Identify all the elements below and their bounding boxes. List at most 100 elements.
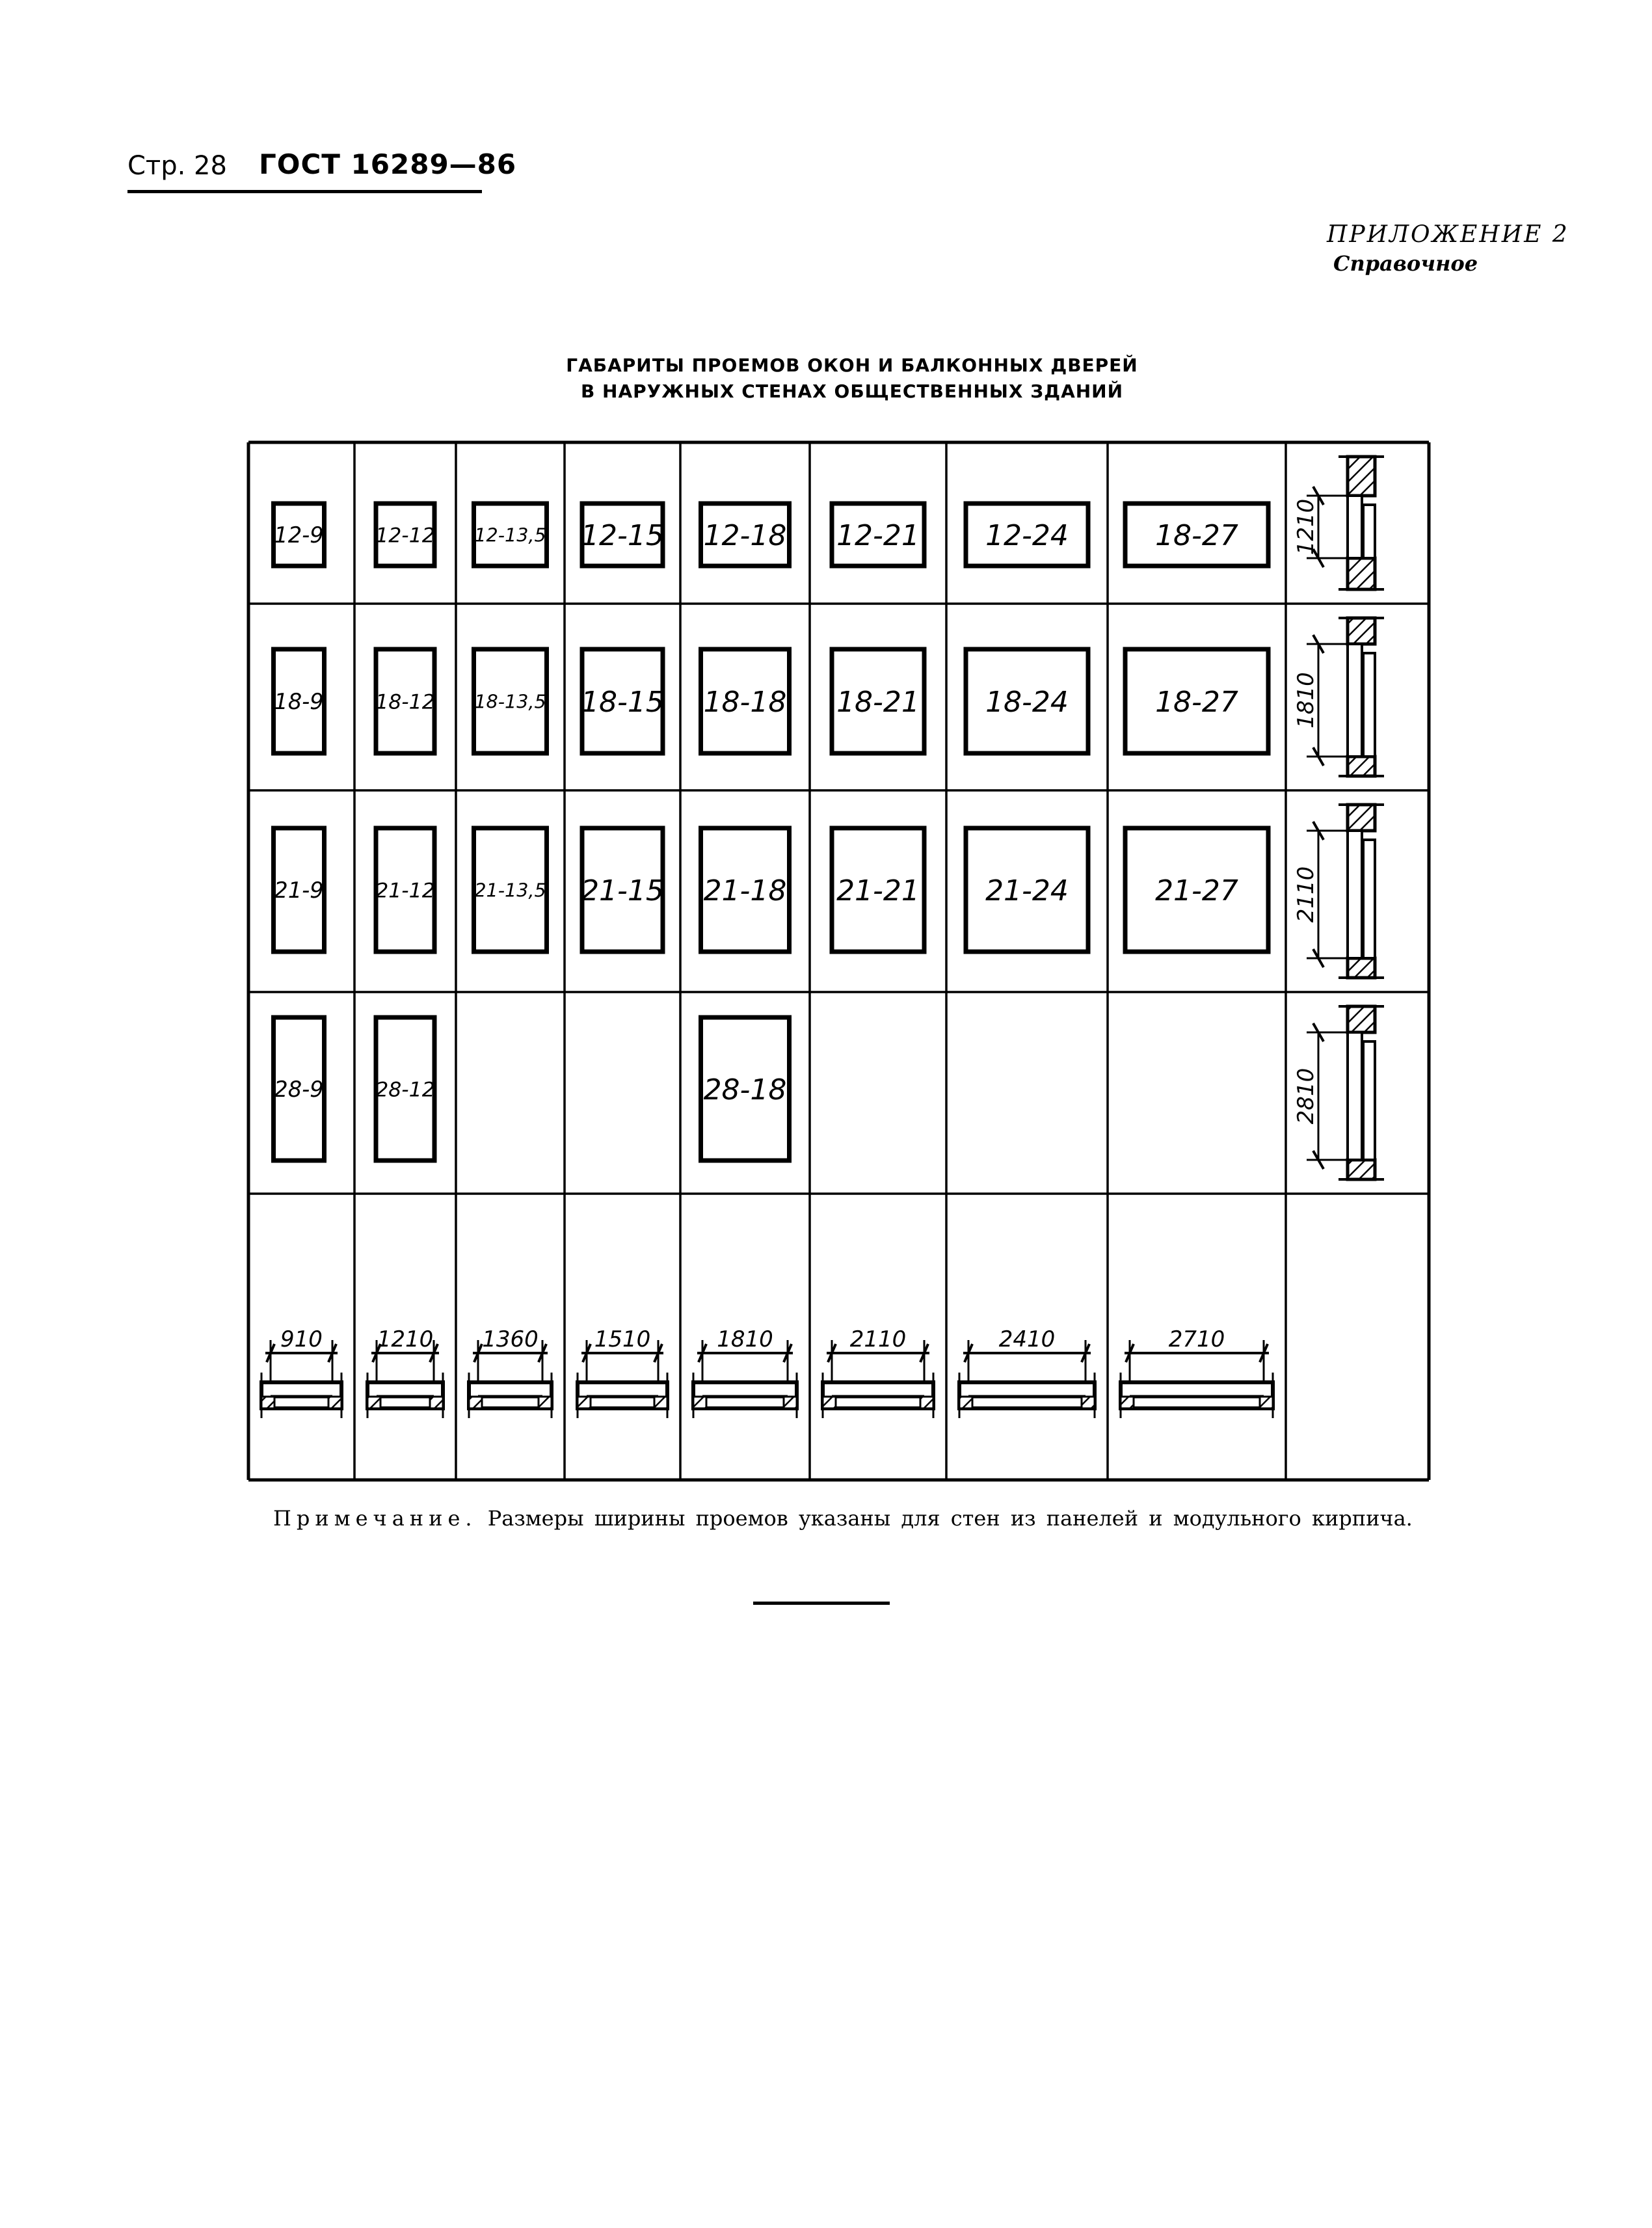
opening-cell: 21-18 [699, 825, 792, 954]
opening-label: 12-18 [704, 519, 787, 552]
width-dimension-label: 910 [280, 1326, 323, 1352]
opening-box [699, 825, 792, 954]
opening-box [1123, 647, 1271, 756]
note: Примечание. Размеры ширины проемов указа… [273, 1506, 1413, 1531]
opening-box [1123, 825, 1271, 954]
opening-box [472, 501, 549, 569]
appendix-title: ПРИЛОЖЕНИЕ 2 [1327, 221, 1569, 248]
header-rule [127, 190, 482, 193]
opening-cell: 12-18 [699, 501, 792, 569]
opening-label: 12-13,5 [474, 524, 546, 546]
opening-label: 21-24 [985, 874, 1069, 907]
opening-cell: 18-15 [580, 647, 665, 756]
width-dimension-label: 1360 [482, 1326, 539, 1352]
opening-label: 21-13,5 [474, 879, 546, 901]
opening-box [271, 647, 326, 756]
opening-label: 21-18 [704, 874, 787, 907]
opening-box [373, 1015, 437, 1163]
opening-cell: 21-13,5 [472, 825, 549, 954]
openings-table: 12-9 12-12 12-13,5 12-15 12-18 12-21 12-24 18-2… [246, 440, 1431, 1482]
standard-number: ГОСТ 16289—86 [259, 148, 517, 180]
opening-label: 18-21 [836, 686, 920, 719]
opening-box [699, 1015, 792, 1163]
table-cells: 12-9 12-12 12-13,5 12-15 12-18 12-21 12-24 18-2… [271, 501, 1271, 1163]
opening-cell: 28-9 [271, 1015, 326, 1163]
vertical-section-drawing: 1810 [1293, 616, 1384, 778]
opening-box [271, 1015, 326, 1163]
vertical-sections: 1210 1810 2110 2810 [1293, 455, 1384, 1181]
opening-label: 12-12 [375, 524, 435, 547]
opening-cell: 21-21 [829, 825, 927, 954]
opening-cell: 12-9 [271, 501, 326, 569]
opening-cell: 12-12 [373, 501, 437, 569]
opening-box [963, 501, 1091, 569]
opening-label: 21-27 [1155, 874, 1238, 907]
opening-label: 21-9 [274, 878, 323, 903]
width-dimension-label: 2410 [999, 1326, 1056, 1352]
opening-cell: 21-15 [580, 825, 665, 954]
width-dimension-label: 1810 [717, 1326, 773, 1352]
vertical-section-drawing: 2110 [1293, 803, 1384, 980]
opening-box [271, 501, 326, 569]
opening-cell: 18-18 [699, 647, 792, 756]
height-dimension-label: 1810 [1293, 672, 1319, 729]
width-dimension-label: 1510 [594, 1326, 651, 1352]
opening-label: 21-15 [581, 874, 664, 907]
document-title-line-1: ГАБАРИТЫ ПРОЕМОВ ОКОН И БАЛКОННЫХ ДВЕРЕЙ [566, 355, 1138, 376]
opening-box [829, 825, 927, 954]
opening-box [699, 647, 792, 756]
opening-box [373, 501, 437, 569]
opening-box [472, 647, 549, 756]
opening-cell: 18-13,5 [472, 647, 549, 756]
horizontal-section-drawing: 2710 [1119, 1326, 1275, 1418]
opening-box [271, 825, 326, 954]
opening-cell: 21-27 [1123, 825, 1271, 954]
opening-box [580, 825, 665, 954]
opening-box [829, 647, 927, 756]
end-rule [753, 1602, 890, 1605]
note-label: Примечание. [273, 1506, 477, 1531]
opening-cell: 28-18 [699, 1015, 792, 1163]
opening-label: 18-24 [985, 686, 1069, 719]
opening-label: 12-15 [581, 519, 664, 552]
height-dimension-label: 1210 [1293, 499, 1319, 556]
opening-cell: 18-21 [829, 647, 927, 756]
opening-box [699, 501, 792, 569]
opening-label: 18-13,5 [474, 690, 546, 712]
width-dimension-label: 2110 [850, 1326, 907, 1352]
opening-label: 21-12 [375, 879, 435, 902]
opening-label: 28-12 [375, 1078, 435, 1101]
height-dimension-label: 2110 [1293, 866, 1319, 923]
opening-label: 18-27 [1155, 519, 1238, 552]
opening-label: 18-15 [581, 686, 664, 719]
opening-cell: 18-27 [1123, 501, 1271, 569]
opening-cell: 18-12 [373, 647, 437, 756]
opening-label: 12-9 [274, 522, 323, 548]
opening-cell: 12-21 [829, 501, 927, 569]
horizontal-section-drawing: 2410 [957, 1326, 1097, 1418]
width-dimension-label: 1210 [377, 1326, 434, 1352]
note-text: Размеры ширины проемов указаны для стен … [487, 1506, 1413, 1531]
opening-box [580, 501, 665, 569]
horizontal-section-drawing: 1810 [691, 1326, 799, 1418]
opening-label: 18-27 [1155, 686, 1238, 719]
horizontal-section-drawing: 910 [260, 1326, 343, 1418]
vertical-section-drawing: 2810 [1293, 1004, 1384, 1181]
height-dimension-label: 2810 [1293, 1068, 1319, 1125]
document-title-line-2: В НАРУЖНЫХ СТЕНАХ ОБЩЕСТВЕННЫХ ЗДАНИЙ [580, 381, 1124, 402]
horizontal-section-drawing: 1510 [576, 1326, 669, 1418]
appendix-subtitle: Справочное [1333, 251, 1478, 276]
opening-cell: 28-12 [373, 1015, 437, 1163]
opening-cell: 21-12 [373, 825, 437, 954]
opening-box [472, 825, 549, 954]
opening-cell: 12-15 [580, 501, 665, 569]
opening-box [1123, 501, 1271, 569]
opening-cell: 18-24 [963, 647, 1091, 756]
opening-label: 12-24 [985, 519, 1069, 552]
horizontal-section-drawing: 2110 [821, 1326, 935, 1418]
opening-label: 28-9 [274, 1077, 323, 1102]
opening-cell: 18-27 [1123, 647, 1271, 756]
horizontal-section-drawing: 1210 [366, 1326, 445, 1418]
opening-cell: 21-24 [963, 825, 1091, 954]
opening-label: 18-9 [274, 689, 323, 714]
